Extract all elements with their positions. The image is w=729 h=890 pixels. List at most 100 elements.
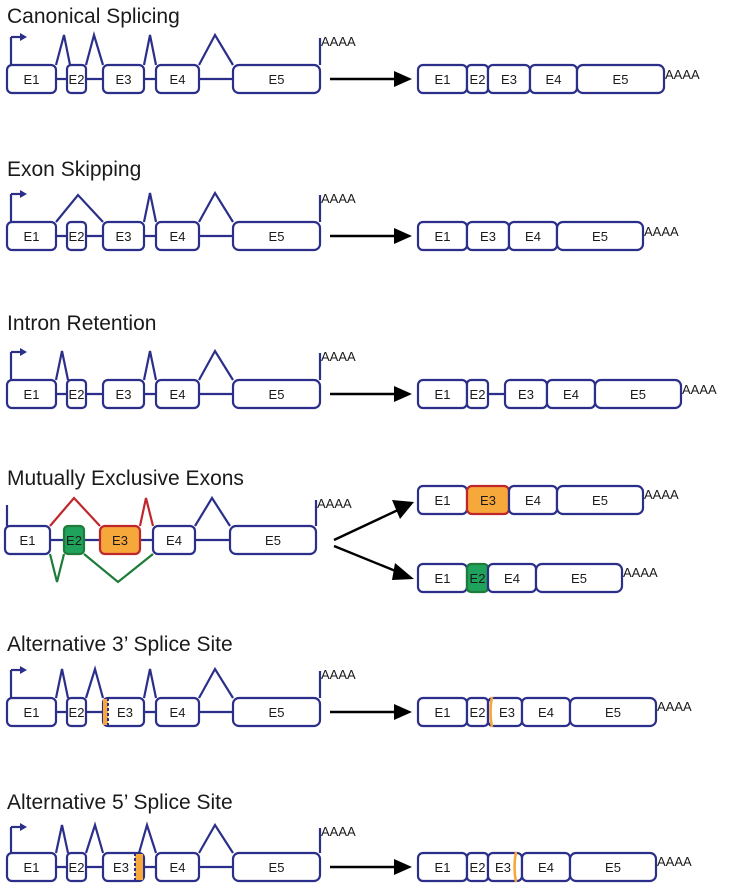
exon-label: E1 (435, 72, 451, 87)
exon-label: E5 (265, 533, 281, 548)
exon-e1 (5, 220, 58, 252)
exon-label: E5 (269, 860, 285, 875)
exon-e1 (5, 696, 58, 728)
alt-5-splice-marker (513, 851, 518, 883)
panel-title: Mutually Exclusive Exons (7, 467, 244, 490)
exon-label: E1 (24, 860, 40, 875)
exon-label: E5 (630, 387, 646, 402)
exon-label: E1 (24, 72, 40, 87)
pre-mrna: AAAA E1 E2 E3 E4 E5 (3, 495, 352, 584)
tss-arrow-icon (20, 823, 27, 831)
arrow-down-right-icon (392, 563, 414, 580)
exon-label: E3 (499, 705, 515, 720)
exon-e5 (575, 63, 666, 95)
alt-3-splice-region (103, 699, 108, 725)
polya-tail: AAAA (623, 565, 658, 580)
exon-label: E1 (24, 229, 40, 244)
exon-e2 (65, 851, 88, 883)
exon-e5 (555, 220, 645, 252)
mature-mrna-isoform-e2: E1 E2 E4 E5 AAAA (416, 562, 658, 594)
panel-title: Alternative 5’ Splice Site (7, 791, 233, 814)
panel-title: Alternative 3’ Splice Site (7, 633, 233, 656)
exon-label: E1 (24, 387, 40, 402)
exon-label: E2 (66, 533, 82, 548)
alt-3-splice-marker (489, 696, 494, 728)
alt-5-splice-region (135, 854, 143, 880)
splice-junction (142, 350, 158, 381)
splice-junction (84, 821, 105, 854)
exon-label: E5 (592, 229, 608, 244)
arrow-up-right-icon (392, 500, 414, 519)
exon-e5 (231, 696, 322, 728)
exon-label: E5 (269, 387, 285, 402)
panel-mutually-exclusive-exons: Mutually Exclusive Exons AAAA E1 E2 E3 E… (3, 467, 679, 594)
exon-label: E2 (470, 705, 486, 720)
exon-label: E1 (435, 860, 451, 875)
splice-junction (198, 32, 234, 66)
mature-mrna: E1 E2 E3 E4 E5 AAAA (416, 851, 692, 883)
exon-label: E5 (269, 229, 285, 244)
exon-label: E3 (113, 860, 129, 875)
exon-label: E2 (69, 72, 85, 87)
exon-label: E5 (269, 72, 285, 87)
exon-label: E3 (495, 860, 511, 875)
mature-mrna: E1 E3 E4 E5 AAAA (416, 220, 679, 252)
exon-label: E5 (571, 571, 587, 586)
exon-label: E2 (69, 229, 85, 244)
exon-e5 (568, 696, 658, 728)
exon-e4 (151, 524, 197, 556)
panel-alternative-5-splice-site: Alternative 5’ Splice Site AAAA E1 E2 E3… (5, 791, 692, 883)
exon-label: E4 (525, 229, 541, 244)
splice-junction (198, 666, 234, 699)
polya-tail: AAAA (682, 382, 717, 397)
exon-label: E4 (170, 860, 186, 875)
tss-arrow-icon (20, 33, 27, 41)
exon-e2 (65, 696, 88, 728)
splice-junction (198, 822, 234, 854)
polya-tail: AAAA (321, 824, 356, 839)
splice-junction (142, 34, 158, 66)
tss-arrow-icon (20, 190, 27, 198)
pre-mrna: AAAA E1 E2 E3 E4 E5 (5, 821, 356, 883)
exon-label: E2 (69, 860, 85, 875)
exon-e2-alternative (62, 524, 86, 556)
arrow-right-icon (394, 704, 412, 720)
exon-e1 (5, 378, 58, 410)
polya-tail: AAAA (644, 224, 679, 239)
arrow-right-icon (394, 228, 412, 244)
exon-label: E4 (170, 72, 186, 87)
exon-e1 (3, 524, 52, 556)
exon-label: E3 (501, 72, 517, 87)
pre-mrna: AAAA E1 E2 E3 E4 E5 (5, 30, 356, 95)
exon-label: E1 (435, 705, 451, 720)
splice-junction (54, 668, 70, 699)
exon-e2 (65, 63, 88, 95)
polya-tail: AAAA (321, 349, 356, 364)
splice-junction (54, 350, 70, 381)
exon-label: E4 (504, 571, 520, 586)
exon-e5 (231, 63, 322, 95)
exon-e5 (231, 378, 322, 410)
exon-label: E4 (525, 493, 541, 508)
arrow-line (333, 508, 399, 542)
pre-mrna: AAAA E1 E2 E3 E4 E5 (5, 348, 356, 410)
splice-junction (194, 495, 231, 527)
polya-tail: AAAA (317, 496, 352, 511)
exon-e4 (154, 378, 201, 410)
exon-e4 (154, 851, 201, 883)
exon-label: E5 (269, 705, 285, 720)
exon-label: E3 (116, 387, 132, 402)
tss-arrow-icon (20, 666, 27, 674)
polya-tail: AAAA (321, 191, 356, 206)
exon-e5 (593, 378, 683, 410)
exon-label: E4 (538, 705, 554, 720)
exon-label: E3 (480, 493, 496, 508)
pre-mrna: AAAA E1 E2 E3 E4 E5 (5, 190, 356, 252)
exon-label: E2 (470, 860, 486, 875)
exon-label: E1 (435, 493, 451, 508)
panel-title: Intron Retention (7, 312, 156, 335)
exon-e2 (465, 378, 490, 410)
exon-label: E5 (592, 493, 608, 508)
tss-arrow-icon (20, 348, 27, 356)
